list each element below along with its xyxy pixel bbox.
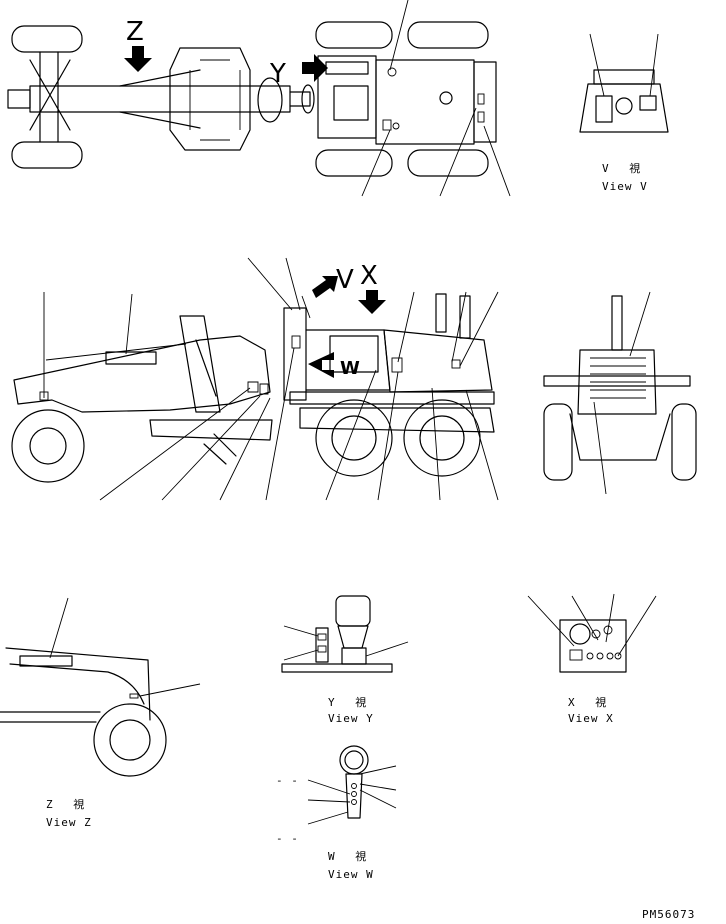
view-w-en: View W: [328, 868, 374, 881]
view-y-en: View Y: [328, 712, 374, 725]
dash-mark-a: - -: [276, 774, 299, 787]
view-w: - - - - W 視 View W: [276, 745, 397, 881]
view-y-jp: Y 視: [328, 695, 367, 709]
arrow-z-label: Z: [126, 17, 144, 47]
arrow-x-label: X: [360, 261, 378, 291]
side-view-grader: V X W: [11, 257, 499, 501]
dash-mark-b: - -: [276, 832, 299, 845]
view-v: V 視 View V: [579, 33, 669, 193]
view-z-en: View Z: [46, 816, 92, 829]
arrow-w-icon: [308, 352, 334, 378]
view-z: Z 視 View Z: [0, 597, 201, 829]
part-code: PM56073: [642, 908, 695, 921]
arrow-x-icon: [358, 290, 386, 314]
arrow-w-label: W: [340, 358, 360, 379]
view-x: X 視 View X: [527, 593, 657, 725]
arrow-v-label: V: [336, 265, 354, 295]
view-v-en: View V: [602, 180, 648, 193]
view-x-en: View X: [568, 712, 614, 725]
arrow-v-icon: [312, 276, 338, 298]
view-v-jp: V 視: [602, 161, 641, 175]
view-w-jp: W 視: [328, 849, 367, 863]
rear-view-grader: [543, 291, 697, 495]
arrow-y-icon: [302, 54, 328, 82]
arrow-y-label: Y: [269, 59, 286, 89]
view-y: Y 視 View Y: [281, 595, 409, 725]
view-x-jp: X 視: [568, 695, 607, 709]
arrow-z-icon: [124, 46, 152, 72]
top-view-grader: Z Y: [7, 0, 511, 197]
view-z-jp: Z 視: [46, 797, 85, 811]
